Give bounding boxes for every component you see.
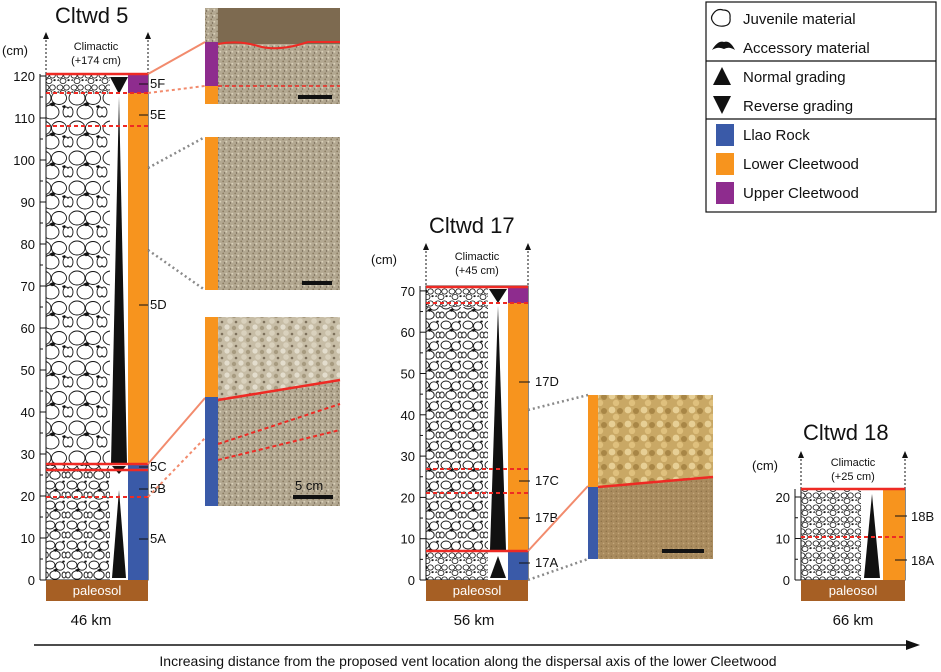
- paleosol-label: paleosol: [829, 583, 878, 598]
- juvenile-icon: [710, 8, 731, 27]
- unit-label: 5C: [150, 459, 167, 474]
- section-title: Cltwd 5: [55, 3, 128, 28]
- unit-label: 18A: [911, 553, 934, 568]
- legend-box: [705, 1, 937, 213]
- unit-label: 17D: [535, 374, 559, 389]
- axis-tick-label: 60: [401, 325, 415, 340]
- legend-lower: Lower Cleetwood: [743, 156, 859, 173]
- normal-grading-icon: [713, 67, 731, 85]
- axis-tick-label: 20: [401, 490, 415, 505]
- lower-swatch: [716, 153, 734, 175]
- unit-label: 17C: [535, 473, 559, 488]
- legend-accessory: Accessory material: [743, 40, 870, 57]
- axis-tick-label: 10: [776, 532, 790, 547]
- unit-label: 5B: [150, 481, 166, 496]
- section-cltwd-18: Cltwd 18 (cm) Climactic (+25 cm) 0 10 20 p…: [752, 420, 934, 629]
- normal-grading-marker: [490, 306, 506, 550]
- unit-label: 5D: [150, 297, 167, 312]
- unit-label: 5A: [150, 531, 166, 546]
- axis-tick-label: 90: [21, 195, 35, 210]
- axis-tick-label: 70: [401, 284, 415, 299]
- normal-grading-lower: [112, 490, 126, 578]
- climactic-thickness: (+25 cm): [831, 471, 875, 483]
- normal-grading-marker: [111, 96, 127, 464]
- photo-top: [205, 8, 340, 104]
- axis-tick-label: 0: [28, 573, 35, 588]
- legend-juvenile: Juvenile material: [743, 11, 856, 28]
- legend: Juvenile material Accessory material Nor…: [705, 1, 937, 213]
- axis-tick-label: 10: [401, 532, 415, 547]
- axis-tick-label: 10: [21, 531, 35, 546]
- legend-reverse: Reverse grading: [743, 98, 853, 115]
- axis-tick-label: 110: [14, 111, 35, 126]
- axis-tick-label: 100: [13, 153, 35, 168]
- legend-normal: Normal grading: [743, 69, 846, 86]
- axis-tick-label: 40: [21, 405, 35, 420]
- axis-tick-label: 50: [401, 367, 415, 382]
- climactic-label: Climactic: [455, 251, 500, 263]
- section-title: Cltwd 18: [803, 420, 889, 445]
- paleosol-band: [46, 580, 148, 601]
- axis-tick-label: 70: [21, 279, 35, 294]
- axis-tick-label: 120: [13, 69, 35, 84]
- arrow-right-icon: [906, 640, 920, 650]
- unit-label: (cm): [2, 43, 28, 58]
- axis-tick-label: 50: [21, 363, 35, 378]
- unit-label: 18B: [911, 509, 934, 524]
- axis-tick-label: 20: [776, 490, 790, 505]
- unit-label: 17A: [535, 555, 558, 570]
- distance-arrow: Increasing distance from the proposed ve…: [34, 640, 920, 669]
- llao-swatch: [716, 124, 734, 146]
- photo-middle: [205, 137, 340, 290]
- photo-bottom: 5 cm: [205, 317, 341, 506]
- upper-swatch: [716, 182, 734, 204]
- climactic-label: Climactic: [831, 457, 876, 469]
- climactic-thickness: (+45 cm): [455, 265, 499, 277]
- legend-llao: Llao Rock: [743, 127, 810, 144]
- scale-bar-label: 5 cm: [295, 478, 323, 493]
- axis-tick-label: 0: [408, 573, 415, 588]
- unit-label: (cm): [371, 252, 397, 267]
- distance-label: 56 km: [454, 612, 495, 629]
- axis-ticks: 0 10 20 30 40 50 60 70: [401, 284, 426, 588]
- axis-tick-label: 0: [783, 573, 790, 588]
- reverse-grading-top: [489, 289, 507, 303]
- legend-upper: Upper Cleetwood: [743, 185, 859, 202]
- axis-tick-label: 30: [401, 449, 415, 464]
- paleosol-label: paleosol: [453, 583, 502, 598]
- axis-tick-label: 80: [21, 237, 35, 252]
- axis-ticks: 0 10 20: [776, 490, 801, 588]
- paleosol-label: paleosol: [73, 583, 122, 598]
- climactic-thickness: (+174 cm): [71, 55, 121, 67]
- axis-ticks: 0 10 20 30 40 50 60 70 80 90 100 110 120: [13, 69, 46, 588]
- distance-label: 46 km: [71, 612, 112, 629]
- photo-cltwd-17: [588, 395, 714, 559]
- axis-tick-label: 20: [21, 489, 35, 504]
- unit-label: (cm): [752, 458, 778, 473]
- reverse-grading-icon: [713, 96, 731, 114]
- distance-label: 66 km: [833, 612, 874, 629]
- climactic-label: Climactic: [74, 41, 119, 53]
- footer-caption: Increasing distance from the proposed ve…: [159, 653, 776, 669]
- unit-label: 5F: [150, 76, 165, 91]
- reverse-grading-top: [110, 77, 128, 94]
- accessory-icon: [712, 41, 735, 50]
- unit-label: 5E: [150, 107, 166, 122]
- axis-tick-label: 40: [401, 408, 415, 423]
- axis-tick-label: 30: [21, 447, 35, 462]
- axis-tick-label: 60: [21, 321, 35, 336]
- section-cltwd-17: Cltwd 17 (cm) Climactic (+45 cm) 0 10 20 30…: [371, 213, 714, 629]
- unit-label: 17B: [535, 510, 558, 525]
- section-cltwd-5: Cltwd 5 (cm) Climactic (+174 cm) 0 10 20 30…: [2, 3, 341, 629]
- section-title: Cltwd 17: [429, 213, 515, 238]
